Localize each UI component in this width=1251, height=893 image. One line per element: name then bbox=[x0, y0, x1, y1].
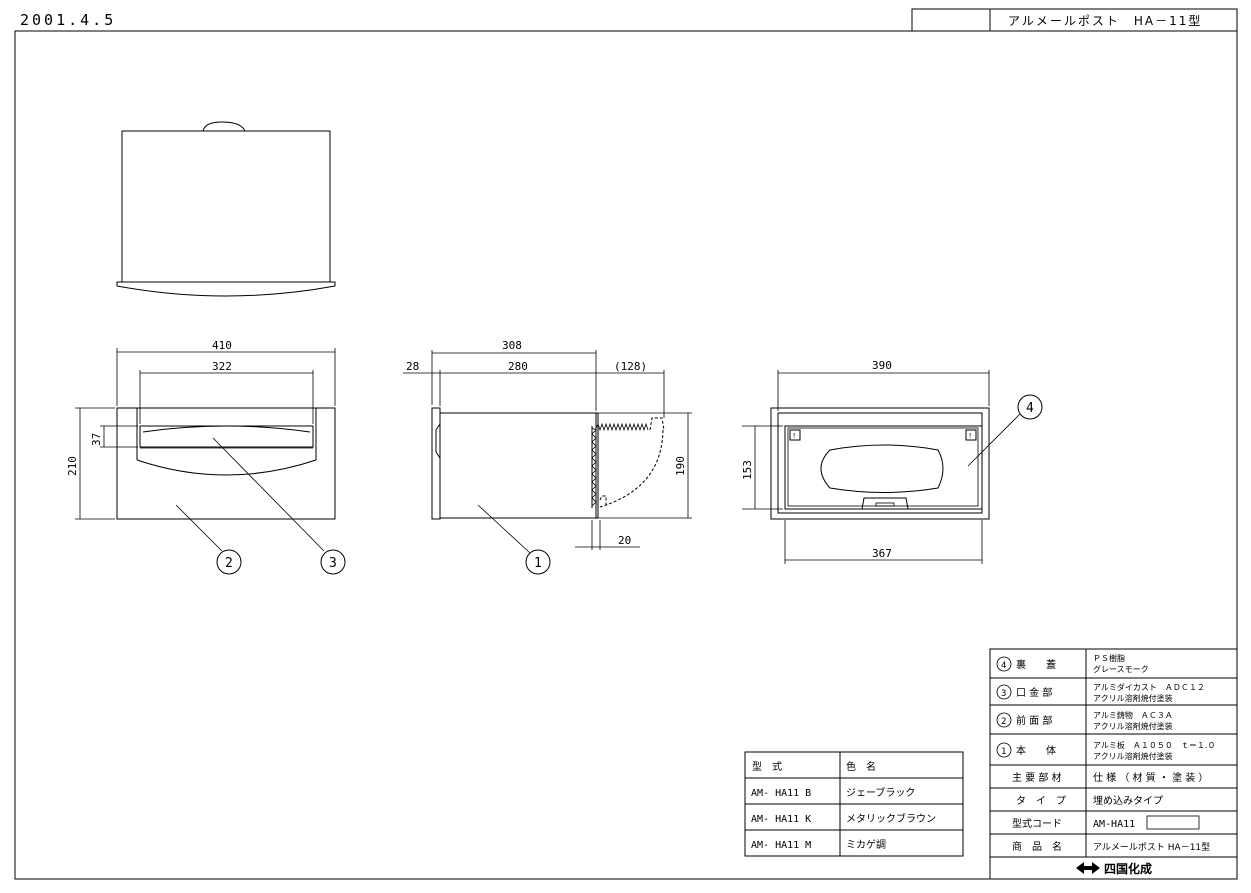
svg-text:1: 1 bbox=[1001, 747, 1006, 757]
spec-value-product-name: アルメールポスト HA－11型 bbox=[1093, 842, 1210, 853]
model-table: 型 式 色 名 AM- HA11 B ジェーブラック AM- HA11 K メタ… bbox=[744, 751, 964, 857]
callout-2: 2 bbox=[216, 549, 242, 575]
model-table-header-model: 型 式 bbox=[752, 760, 782, 773]
spec-label-type: タ イ プ bbox=[1016, 795, 1066, 807]
title-box-blank bbox=[911, 8, 991, 32]
side-view: 308 28 280 (128) 190 20 bbox=[403, 339, 692, 554]
dim-side-280: 280 bbox=[508, 360, 528, 373]
dim-front-37: 37 bbox=[90, 433, 103, 446]
spec-label-product-name: 商 品 名 bbox=[1012, 840, 1062, 853]
callout-1: 1 bbox=[525, 549, 551, 575]
model-row-3-model: AM- HA11 M bbox=[751, 840, 811, 851]
title-box bbox=[989, 8, 1238, 32]
svg-text:3: 3 bbox=[1001, 689, 1006, 699]
sheet-border bbox=[14, 30, 1238, 880]
svg-text:4: 4 bbox=[1001, 661, 1006, 671]
model-row-2-color: メタリックブラウン bbox=[846, 812, 936, 825]
callout-3: 3 bbox=[320, 549, 346, 575]
svg-text:!: ! bbox=[968, 432, 972, 440]
part-2-spec2: アクリル溶剤焼付塗装 bbox=[1093, 721, 1173, 731]
part-1-spec2: アクリル溶剤焼付塗装 bbox=[1093, 751, 1173, 761]
dim-side-190: 190 bbox=[674, 456, 687, 476]
model-row-1-model: AM- HA11 B bbox=[751, 788, 811, 799]
company-logo-icon bbox=[1076, 862, 1100, 874]
front-view: 410 322 210 37 bbox=[66, 339, 336, 552]
dim-front-410: 410 bbox=[212, 339, 232, 352]
model-code-box bbox=[1146, 815, 1200, 830]
svg-text:3: 3 bbox=[329, 556, 337, 571]
back-view: ! ! 390 153 367 bbox=[741, 359, 1021, 564]
part-3-name: 口 金 部 bbox=[1016, 686, 1052, 699]
part-3-spec1: アルミダイカスト ＡＤＣ１２ bbox=[1093, 682, 1205, 692]
svg-text:2: 2 bbox=[1001, 717, 1006, 727]
part-4-spec1: ＰＳ樹脂 bbox=[1093, 653, 1125, 663]
part-2-name: 前 面 部 bbox=[1016, 714, 1052, 727]
svg-text:4: 4 bbox=[1026, 401, 1034, 416]
part-1-spec1: アルミ板 Ａ１０５０ ｔ＝１.０ bbox=[1093, 740, 1215, 750]
spec-value-type: 埋め込みタイプ bbox=[1093, 795, 1163, 807]
part-3-spec2: アクリル溶剤焼付塗装 bbox=[1093, 693, 1173, 703]
top-view bbox=[116, 121, 336, 297]
spec-label-model-code: 型式コード bbox=[1012, 817, 1062, 830]
dim-side-128: (128) bbox=[614, 360, 647, 373]
dim-front-322: 322 bbox=[212, 360, 232, 373]
dim-back-390: 390 bbox=[872, 359, 892, 372]
model-row-2-model: AM- HA11 K bbox=[751, 814, 811, 825]
svg-text:1: 1 bbox=[534, 556, 542, 571]
parts-table: 4 裏 蓋 ＰＳ樹脂 グレースモーク 3 口 金 部 アルミダイカスト ＡＤＣ１… bbox=[989, 648, 1238, 880]
model-row-1-color: ジェーブラック bbox=[846, 786, 915, 799]
dim-back-367: 367 bbox=[872, 547, 892, 560]
dim-back-153: 153 bbox=[741, 460, 754, 480]
spec-label-main-parts: 主 要 部 材 bbox=[1012, 771, 1062, 784]
drawing-date: 2001.4.5 bbox=[20, 11, 116, 29]
dim-side-20: 20 bbox=[618, 534, 631, 547]
part-4-name: 裏 蓋 bbox=[1016, 658, 1056, 671]
part-4-spec2: グレースモーク bbox=[1093, 664, 1149, 674]
part-2-spec1: アルミ鋳物 ＡＣ３Ａ bbox=[1093, 710, 1173, 720]
spec-value-main-parts: 仕 様 （ 材 質 ・ 塗 装 ） bbox=[1093, 771, 1208, 784]
dim-side-28: 28 bbox=[406, 360, 419, 373]
callout-4: 4 bbox=[1017, 394, 1043, 420]
svg-text:!: ! bbox=[792, 432, 796, 440]
model-row-3-color: ミカゲ調 bbox=[846, 838, 886, 851]
company-name: 四国化成 bbox=[1104, 861, 1152, 876]
drawing-title: アルメールポスト HA－11型 bbox=[1008, 14, 1202, 28]
dim-side-308: 308 bbox=[502, 339, 522, 352]
spec-value-model-code: AM-HA11 bbox=[1093, 819, 1135, 830]
dim-front-210: 210 bbox=[66, 456, 79, 476]
part-1-name: 本 体 bbox=[1016, 744, 1056, 757]
svg-text:2: 2 bbox=[225, 556, 233, 571]
model-table-header-color: 色 名 bbox=[846, 760, 876, 773]
